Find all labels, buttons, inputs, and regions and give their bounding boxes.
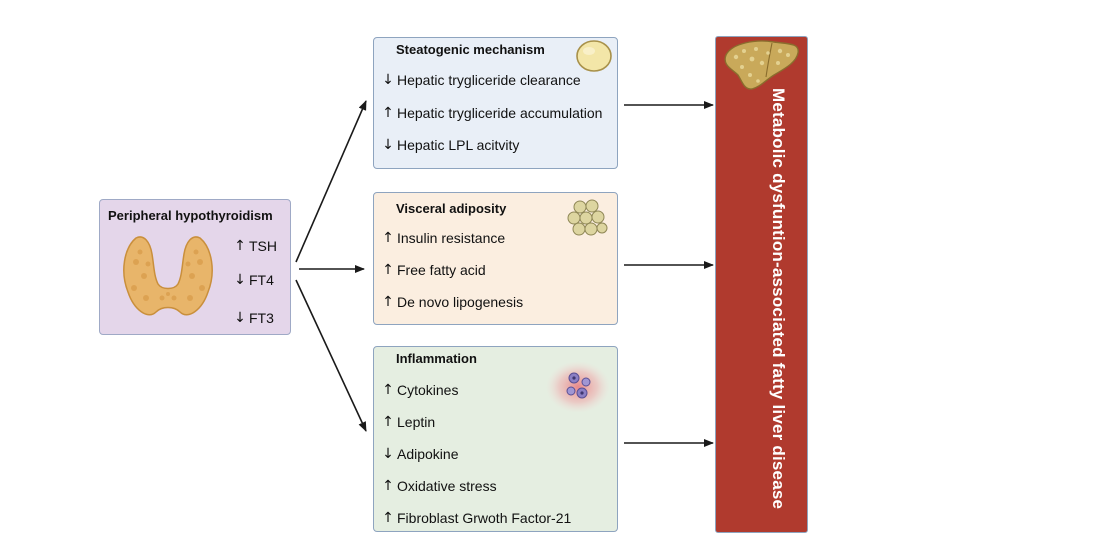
- visceral-item: ↑ Free fatty acid: [382, 262, 486, 278]
- down-arrow-icon: ↓: [382, 446, 394, 462]
- up-arrow-icon: ↑: [382, 230, 394, 246]
- steatogenic-box: Steatogenic mechanism ↓ Hepatic tryglice…: [373, 37, 618, 169]
- down-arrow-icon: ↓: [234, 310, 246, 326]
- arrow-to-inflammation: [295, 279, 367, 432]
- inflammation-title: Inflammation: [396, 351, 477, 366]
- lipid-droplet-icon: [576, 40, 612, 72]
- up-arrow-icon: ↑: [382, 478, 394, 494]
- outcome-box: [715, 36, 808, 533]
- up-arrow-icon: ↑: [382, 262, 394, 278]
- steatogenic-item: ↓ Hepatic trygliceride clearance: [382, 72, 581, 88]
- inflammation-item: ↓ Adipokine: [382, 446, 459, 462]
- inflammation-item: ↑ Leptin: [382, 414, 436, 430]
- up-arrow-icon: ↑: [234, 238, 246, 254]
- down-arrow-icon: ↓: [382, 137, 394, 153]
- steatogenic-item: ↓ Hepatic LPL acitvity: [382, 137, 520, 153]
- adipocyte-cluster-icon: [567, 199, 608, 236]
- inflammation-item: ↑ Oxidative stress: [382, 478, 497, 494]
- visceral-title: Visceral adiposity: [396, 201, 507, 216]
- hypo-item-tsh: ↑ TSH: [234, 238, 277, 254]
- thyroid-gland-icon: [123, 236, 213, 316]
- hypo-item-ft3: ↓ FT3: [234, 310, 274, 326]
- inflamed-cells-icon: [546, 361, 610, 413]
- steatogenic-item: ↑ Hepatic trygliceride accumulation: [382, 105, 603, 121]
- up-arrow-icon: ↑: [382, 294, 394, 310]
- hypothyroidism-title: Peripheral hypothyroidism: [108, 208, 273, 223]
- visceral-item: ↑ De novo lipogenesis: [382, 294, 524, 310]
- hypo-item-ft4: ↓ FT4: [234, 272, 274, 288]
- hypothyroidism-box: Peripheral hypothyroidism ↑ TSH ↓ FT4 ↓ …: [99, 199, 291, 335]
- down-arrow-icon: ↓: [234, 272, 246, 288]
- down-arrow-icon: ↓: [382, 72, 394, 88]
- inflammation-item: ↑ Fibroblast Grwoth Factor-21: [382, 510, 572, 526]
- up-arrow-icon: ↑: [382, 382, 394, 398]
- arrow-to-steatogenic: [295, 100, 367, 263]
- up-arrow-icon: ↑: [382, 105, 394, 121]
- visceral-adiposity-box: Visceral adiposity ↑ Insulin resistance …: [373, 192, 618, 325]
- steatogenic-title: Steatogenic mechanism: [396, 42, 545, 57]
- inflammation-item: ↑ Cytokines: [382, 382, 459, 398]
- up-arrow-icon: ↑: [382, 414, 394, 430]
- outcome-title: Metabolic dysfuntion-associated fatty li…: [769, 88, 788, 510]
- up-arrow-icon: ↑: [382, 510, 394, 526]
- fatty-liver-icon: [724, 40, 799, 90]
- inflammation-box: Inflammation ↑ Cytokines ↑ Leptin ↓ Adip…: [373, 346, 618, 532]
- visceral-item: ↑ Insulin resistance: [382, 230, 506, 246]
